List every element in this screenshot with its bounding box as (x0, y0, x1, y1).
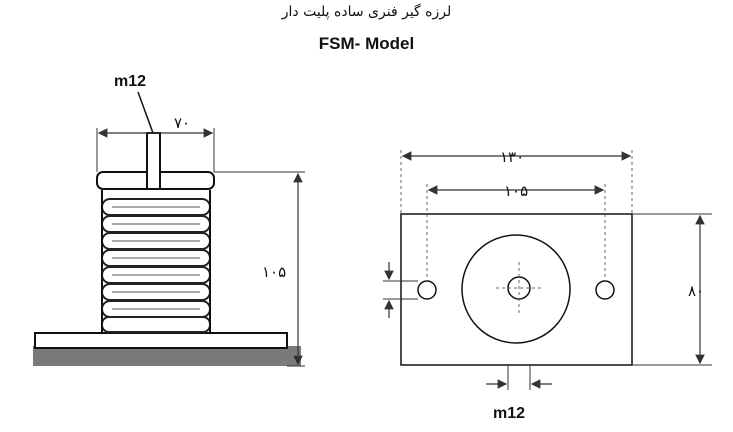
bolt-label-top: m12 (493, 405, 525, 422)
hole-spacing-label: ۱۰۵ (504, 182, 528, 200)
overall-width-label: ۱۳۰ (500, 148, 524, 166)
diagram-title-fa: لرزه گیر فنری ساده پلیت دار (281, 4, 452, 20)
side-view: m12 ۷۰ ۱۰۵ (33, 73, 305, 367)
hole-diameter-dimension (383, 262, 418, 318)
spring-outline-circle (461, 234, 571, 344)
overall-width-dimension: ۱۳۰ (401, 148, 632, 166)
diagram-model-title: FSM- Model (318, 34, 415, 53)
bolt-diameter-dimension: m12 (486, 365, 552, 422)
side-height-label: ۱۰۵ (262, 263, 286, 281)
right-mount-hole (595, 280, 615, 300)
top-view: ۱۳۰ ۱۰۵ ۸۰ m12 (383, 148, 712, 422)
bolt-label-side: m12 (114, 73, 146, 90)
hole-spacing-dimension: ۱۰۵ (427, 182, 605, 200)
left-mount-hole (417, 280, 437, 300)
base-plate (34, 332, 288, 349)
bolt-stud (146, 132, 161, 190)
top-width-dimension: ۷۰ (96, 114, 215, 172)
top-height-dimension: ۸۰ (632, 213, 712, 366)
top-width-label: ۷۰ (174, 114, 190, 132)
spring-coils (101, 198, 211, 333)
ground-block (33, 346, 301, 366)
side-height-dimension: ۱۰۵ (214, 171, 305, 367)
top-height-label: ۸۰ (688, 282, 704, 300)
